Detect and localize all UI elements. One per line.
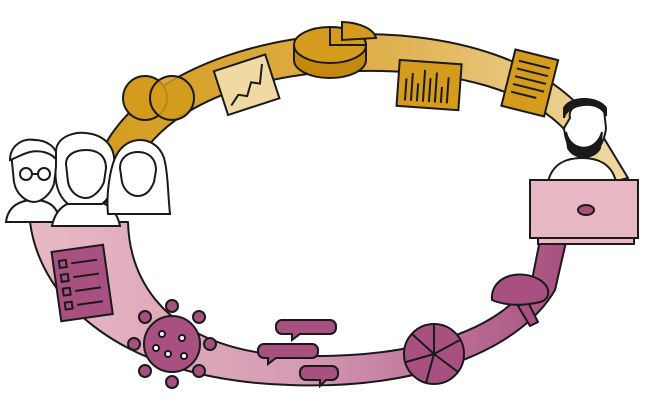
bar-chart-document-icon [397, 60, 462, 110]
checklist-icon [52, 245, 113, 322]
venn-diagram-icon [123, 76, 194, 120]
participants-group-icon [6, 133, 170, 226]
pie-chart-icon [404, 324, 464, 384]
